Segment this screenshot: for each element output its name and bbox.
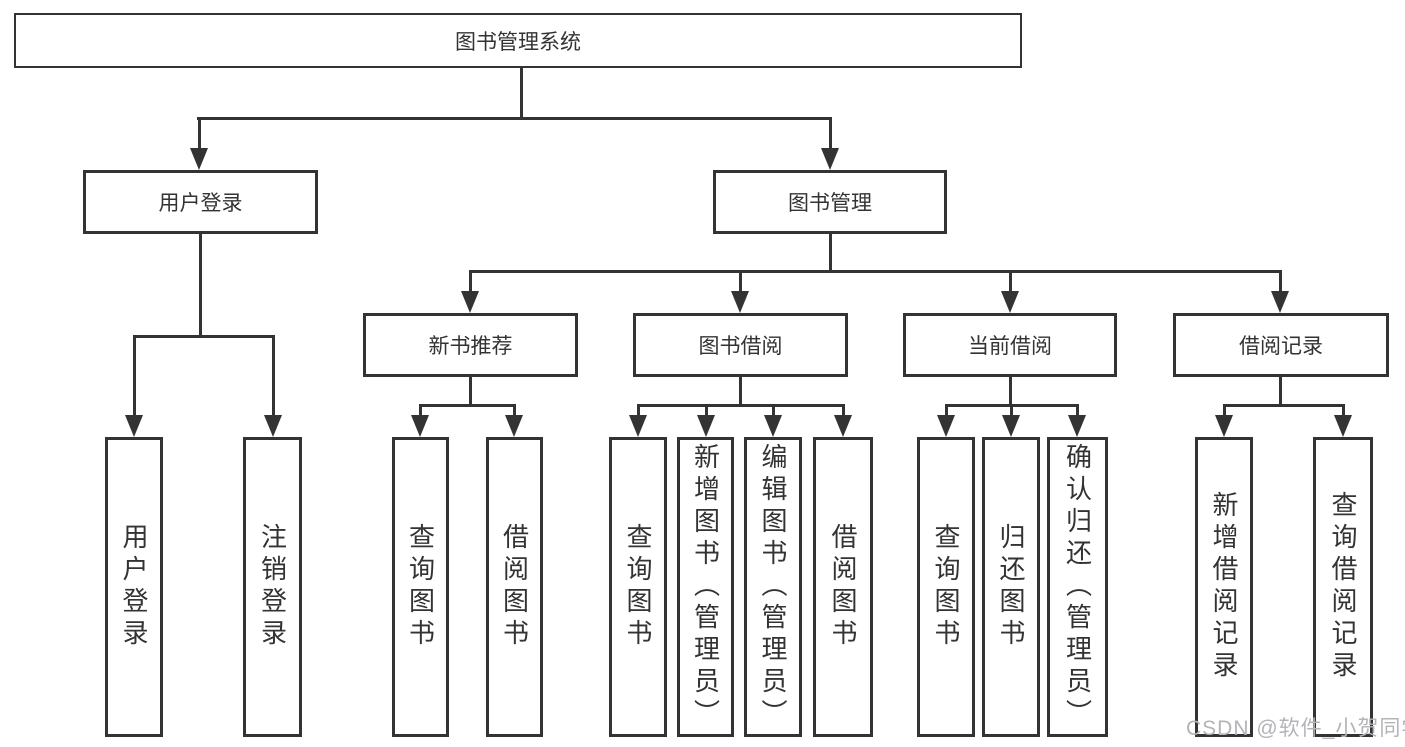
connector-line <box>1279 376 1282 406</box>
connector-line <box>469 376 472 406</box>
connector-line <box>199 233 202 337</box>
arrow-down-icon <box>821 148 839 170</box>
connector-line <box>419 404 422 417</box>
connector-line <box>469 270 472 293</box>
csdn-watermark: CSDN @软件_小贺同学 <box>1186 717 1405 740</box>
connector-line <box>1076 404 1079 417</box>
arrow-down-icon <box>731 291 749 313</box>
connector-line <box>520 68 523 119</box>
node-user-login: 用户登录 <box>83 170 318 234</box>
node-book-management: 图书管理 <box>713 170 947 234</box>
leaf-records-add-record: 新增借阅记录 <box>1195 437 1253 737</box>
arrow-down-icon <box>834 415 852 437</box>
connector-line <box>1009 376 1012 406</box>
connector-line <box>637 404 640 417</box>
arrow-down-icon <box>411 415 429 437</box>
arrow-down-icon <box>1001 291 1019 313</box>
node-new-book-recommend: 新书推荐 <box>363 313 578 377</box>
connector-line <box>829 117 832 150</box>
connector-line <box>1223 404 1226 417</box>
connector-line <box>133 335 136 417</box>
connector-line <box>1342 404 1345 417</box>
arrow-down-icon <box>1334 415 1352 437</box>
connector-line <box>772 404 775 417</box>
arrow-down-icon <box>190 148 208 170</box>
leaf-current-return-books: 归还图书 <box>982 437 1040 737</box>
node-book-borrowing: 图书借阅 <box>633 313 848 377</box>
leaf-current-query-books: 查询图书 <box>917 437 975 737</box>
leaf-borrow-query-books: 查询图书 <box>609 437 667 737</box>
node-current-borrowing: 当前借阅 <box>903 313 1117 377</box>
arrow-down-icon <box>1215 415 1233 437</box>
arrow-down-icon <box>697 415 715 437</box>
arrow-down-icon <box>937 415 955 437</box>
connector-line <box>739 270 742 293</box>
connector-line <box>197 117 831 120</box>
leaf-recommend-query-books: 查询图书 <box>392 437 449 737</box>
arrow-down-icon <box>505 415 523 437</box>
leaf-user-login: 用户登录 <box>105 437 163 737</box>
connector-line <box>705 404 708 417</box>
leaf-current-confirm-return-admin: 确认归还（管理员） <box>1047 437 1108 737</box>
arrow-down-icon <box>1002 415 1020 437</box>
arrow-down-icon <box>264 415 282 437</box>
connector-line <box>945 404 948 417</box>
connector-line <box>1009 270 1012 293</box>
leaf-records-query-record: 查询借阅记录 <box>1313 437 1373 737</box>
arrow-down-icon <box>1068 415 1086 437</box>
leaf-borrow-borrow-books: 借阅图书 <box>813 437 873 737</box>
connector-line <box>829 233 832 272</box>
connector-line <box>198 117 201 150</box>
leaf-recommend-borrow-books: 借阅图书 <box>486 437 543 737</box>
arrow-down-icon <box>461 291 479 313</box>
arrow-down-icon <box>125 415 143 437</box>
arrow-down-icon <box>629 415 647 437</box>
leaf-borrow-add-books-admin: 新增图书（管理员） <box>677 437 734 737</box>
node-root-library-system: 图书管理系统 <box>14 13 1022 68</box>
connector-line <box>1279 270 1282 293</box>
connector-line <box>513 404 516 417</box>
connector-line <box>637 404 845 407</box>
arrow-down-icon <box>1271 291 1289 313</box>
leaf-borrow-edit-books-admin: 编辑图书（管理员） <box>744 437 802 737</box>
connector-line <box>739 376 742 406</box>
connector-line <box>133 335 274 338</box>
arrow-down-icon <box>764 415 782 437</box>
connector-line <box>419 404 516 407</box>
connector-line <box>842 404 845 417</box>
connector-line <box>469 270 1281 273</box>
node-borrowing-records: 借阅记录 <box>1173 313 1389 377</box>
connector-line <box>1223 404 1345 407</box>
connector-line <box>1010 404 1013 417</box>
leaf-logout: 注销登录 <box>243 437 302 737</box>
connector-line <box>272 335 275 417</box>
